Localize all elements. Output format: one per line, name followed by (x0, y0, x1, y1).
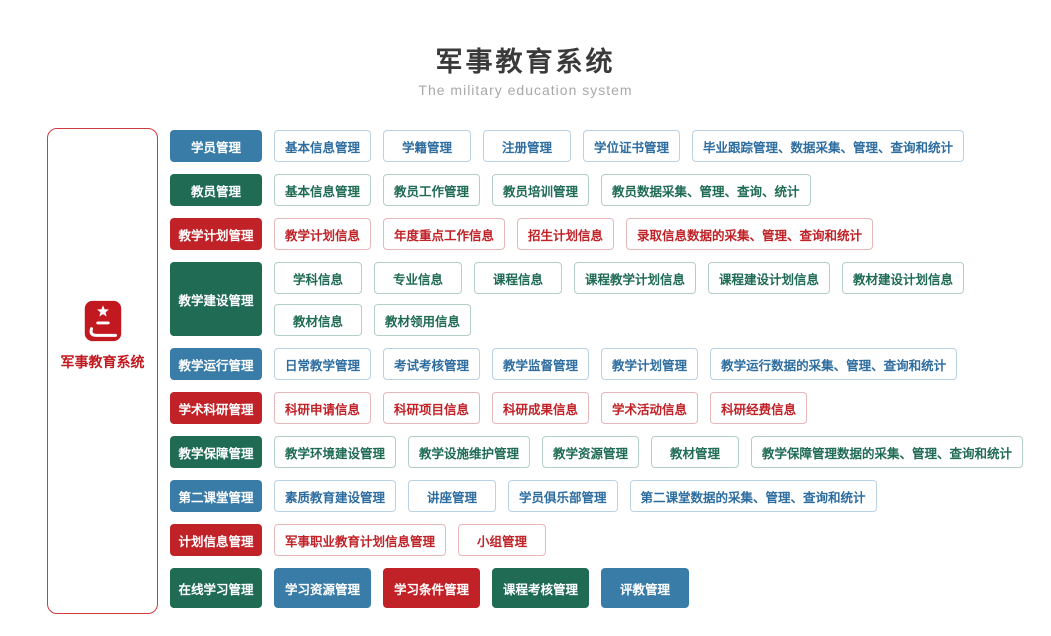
category-button[interactable]: 学术科研管理 (170, 392, 262, 424)
system-rows: 学员管理基本信息管理学籍管理注册管理学位证书管理毕业跟踪管理、数据采集、管理、查… (170, 130, 1024, 608)
system-row: 计划信息管理军事职业教育计划信息管理小组管理 (170, 524, 1023, 556)
category-button[interactable]: 学员管理 (170, 130, 262, 162)
module-button[interactable]: 学位证书管理 (583, 130, 681, 162)
module-button[interactable]: 第二课堂数据的采集、管理、查询和统计 (629, 480, 877, 512)
system-row: 教学运行管理日常教学管理考试考核管理教学监督管理教学计划管理教学运行数据的采集、… (170, 348, 1023, 380)
module-button[interactable]: 科研项目信息 (383, 392, 481, 424)
module-lines: 日常教学管理考试考核管理教学监督管理教学计划管理教学运行数据的采集、管理、查询和… (274, 348, 958, 380)
module-line: 基本信息管理教员工作管理教员培训管理教员数据采集、管理、查询、统计 (274, 174, 811, 206)
module-button[interactable]: 教材建设计划信息 (842, 262, 965, 294)
module-button[interactable]: 教学监督管理 (492, 348, 590, 380)
module-button[interactable]: 教学计划信息 (274, 218, 372, 250)
system-row: 学员管理基本信息管理学籍管理注册管理学位证书管理毕业跟踪管理、数据采集、管理、查… (170, 130, 1023, 162)
module-button[interactable]: 日常教学管理 (274, 348, 372, 380)
category-button[interactable]: 教学保障管理 (170, 436, 262, 468)
module-button[interactable]: 教员工作管理 (383, 174, 481, 206)
system-root-panel: 军事教育系统 (47, 128, 158, 614)
module-button[interactable]: 教学保障管理数据的采集、管理、查询和统计 (751, 436, 1024, 468)
module-line: 学科信息专业信息课程信息课程教学计划信息课程建设计划信息教材建设计划信息 (274, 262, 965, 294)
category-button[interactable]: 教学运行管理 (170, 348, 262, 380)
module-button[interactable]: 教材信息 (274, 304, 362, 336)
module-button[interactable]: 课程考核管理 (492, 568, 590, 608)
category-button[interactable]: 教员管理 (170, 174, 262, 206)
module-lines: 学习资源管理学习条件管理课程考核管理评教管理 (274, 568, 690, 608)
module-button[interactable]: 教学环境建设管理 (274, 436, 397, 468)
module-button[interactable]: 科研成果信息 (492, 392, 590, 424)
module-line: 科研申请信息科研项目信息科研成果信息学术活动信息科研经费信息 (274, 392, 808, 424)
category-button[interactable]: 教学建设管理 (170, 262, 262, 336)
module-button[interactable]: 科研经费信息 (710, 392, 808, 424)
system-row: 教学建设管理学科信息专业信息课程信息课程教学计划信息课程建设计划信息教材建设计划… (170, 262, 1023, 336)
category-button[interactable]: 计划信息管理 (170, 524, 262, 556)
module-line: 教学环境建设管理教学设施维护管理教学资源管理教材管理教学保障管理数据的采集、管理… (274, 436, 1024, 468)
module-button[interactable]: 评教管理 (601, 568, 690, 608)
module-button[interactable]: 教员数据采集、管理、查询、统计 (601, 174, 811, 206)
module-lines: 军事职业教育计划信息管理小组管理 (274, 524, 547, 556)
system-row: 学术科研管理科研申请信息科研项目信息科研成果信息学术活动信息科研经费信息 (170, 392, 1023, 424)
category-button[interactable]: 第二课堂管理 (170, 480, 262, 512)
book-cover (84, 300, 121, 342)
module-button[interactable]: 专业信息 (374, 262, 462, 294)
module-button[interactable]: 学员俱乐部管理 (508, 480, 618, 512)
module-lines: 学科信息专业信息课程信息课程教学计划信息课程建设计划信息教材建设计划信息教材信息… (274, 262, 965, 336)
module-button[interactable]: 学科信息 (274, 262, 362, 294)
module-lines: 科研申请信息科研项目信息科研成果信息学术活动信息科研经费信息 (274, 392, 808, 424)
module-button[interactable]: 课程教学计划信息 (574, 262, 697, 294)
system-root-label: 军事教育系统 (60, 354, 145, 370)
module-lines: 教学计划信息年度重点工作信息招生计划信息录取信息数据的采集、管理、查询和统计 (274, 218, 874, 250)
module-line: 教学计划信息年度重点工作信息招生计划信息录取信息数据的采集、管理、查询和统计 (274, 218, 874, 250)
system-row: 教员管理基本信息管理教员工作管理教员培训管理教员数据采集、管理、查询、统计 (170, 174, 1023, 206)
module-button[interactable]: 课程信息 (474, 262, 562, 294)
module-button[interactable]: 讲座管理 (408, 480, 497, 512)
module-button[interactable]: 基本信息管理 (274, 174, 372, 206)
category-button[interactable]: 教学计划管理 (170, 218, 262, 250)
module-button[interactable]: 学籍管理 (383, 130, 472, 162)
category-button[interactable]: 在线学习管理 (170, 568, 262, 608)
module-button[interactable]: 录取信息数据的采集、管理、查询和统计 (626, 218, 874, 250)
system-row: 在线学习管理学习资源管理学习条件管理课程考核管理评教管理 (170, 568, 1023, 608)
module-button[interactable]: 学术活动信息 (601, 392, 699, 424)
module-button[interactable]: 教员培训管理 (492, 174, 590, 206)
page-subtitle: The military education system (418, 82, 633, 98)
module-button[interactable]: 科研申请信息 (274, 392, 372, 424)
module-lines: 教学环境建设管理教学设施维护管理教学资源管理教材管理教学保障管理数据的采集、管理… (274, 436, 1024, 468)
module-button[interactable]: 基本信息管理 (274, 130, 372, 162)
module-button[interactable]: 素质教育建设管理 (274, 480, 397, 512)
module-lines: 基本信息管理教员工作管理教员培训管理教员数据采集、管理、查询、统计 (274, 174, 811, 206)
module-button[interactable]: 毕业跟踪管理、数据采集、管理、查询和统计 (692, 130, 965, 162)
module-button[interactable]: 注册管理 (483, 130, 572, 162)
module-line: 素质教育建设管理讲座管理学员俱乐部管理第二课堂数据的采集、管理、查询和统计 (274, 480, 877, 512)
module-lines: 基本信息管理学籍管理注册管理学位证书管理毕业跟踪管理、数据采集、管理、查询和统计 (274, 130, 965, 162)
system-row: 教学保障管理教学环境建设管理教学设施维护管理教学资源管理教材管理教学保障管理数据… (170, 436, 1024, 468)
module-line: 基本信息管理学籍管理注册管理学位证书管理毕业跟踪管理、数据采集、管理、查询和统计 (274, 130, 965, 162)
module-button[interactable]: 年度重点工作信息 (383, 218, 506, 250)
module-button[interactable]: 军事职业教育计划信息管理 (274, 524, 447, 556)
module-button[interactable]: 教材管理 (651, 436, 740, 468)
module-button[interactable]: 课程建设计划信息 (708, 262, 831, 294)
module-lines: 素质教育建设管理讲座管理学员俱乐部管理第二课堂数据的采集、管理、查询和统计 (274, 480, 877, 512)
module-button[interactable]: 教学资源管理 (542, 436, 640, 468)
system-row: 第二课堂管理素质教育建设管理讲座管理学员俱乐部管理第二课堂数据的采集、管理、查询… (170, 480, 1023, 512)
module-line: 学习资源管理学习条件管理课程考核管理评教管理 (274, 568, 690, 608)
module-line: 教材信息教材领用信息 (274, 304, 964, 336)
module-line: 日常教学管理考试考核管理教学监督管理教学计划管理教学运行数据的采集、管理、查询和… (274, 348, 958, 380)
module-button[interactable]: 学习资源管理 (274, 568, 372, 608)
module-button[interactable]: 教学设施维护管理 (408, 436, 531, 468)
system-row: 教学计划管理教学计划信息年度重点工作信息招生计划信息录取信息数据的采集、管理、查… (170, 218, 1023, 250)
page-title: 军事教育系统 (435, 47, 616, 77)
module-button[interactable]: 学习条件管理 (383, 568, 481, 608)
module-button[interactable]: 考试考核管理 (383, 348, 481, 380)
module-button[interactable]: 招生计划信息 (517, 218, 615, 250)
module-button[interactable]: 教学运行数据的采集、管理、查询和统计 (710, 348, 958, 380)
module-button[interactable]: 教学计划管理 (601, 348, 699, 380)
module-button[interactable]: 教材领用信息 (374, 304, 472, 336)
module-button[interactable]: 小组管理 (458, 524, 547, 556)
module-line: 军事职业教育计划信息管理小组管理 (274, 524, 547, 556)
red-book-icon (80, 298, 126, 344)
